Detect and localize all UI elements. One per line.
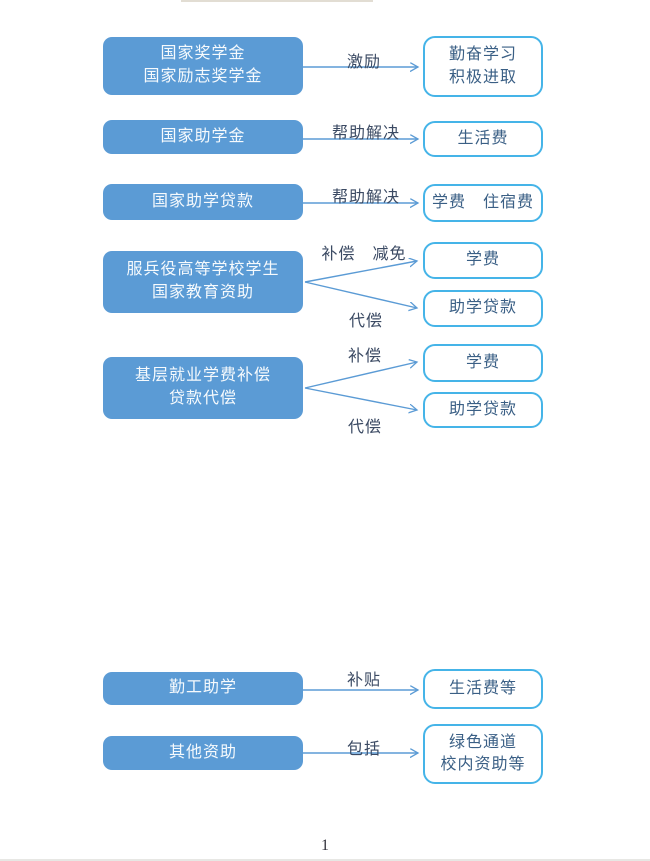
- arrow-label-row6: 补贴: [346, 672, 382, 689]
- target-box-line: 积极进取: [448, 68, 517, 86]
- target-box-diligent-study: 勤奋学习 积极进取: [423, 36, 543, 97]
- page-top-edge-artifact: [181, 0, 373, 2]
- source-box-line: 国家励志奖学金: [143, 68, 263, 85]
- source-box-line: 国家奖学金: [160, 45, 246, 63]
- source-box-line: 基层就业学费补偿: [134, 367, 271, 385]
- target-box-line: 学费: [465, 251, 500, 269]
- target-box-line: 校内资助等: [440, 756, 526, 773]
- arrow-row4-bottom: [304, 281, 417, 308]
- target-box-tuition-row4: 学费: [423, 242, 543, 279]
- arrow-label-row4-bottom: 代偿: [348, 313, 384, 330]
- arrow-label-row5-top: 补偿: [347, 348, 383, 365]
- source-box-line: 国家教育资助: [151, 284, 254, 301]
- target-box-tuition-accommodation: 学费 住宿费: [423, 184, 543, 222]
- source-box-line: 国家助学金: [160, 127, 246, 145]
- arrow-label-row5-bottom: 代偿: [347, 419, 383, 436]
- source-box-line: 国家助学贷款: [151, 192, 254, 210]
- target-box-line: 学费 住宿费: [431, 193, 534, 211]
- arrow-row5-bottom: [304, 387, 417, 410]
- arrow-label-row1: 激励: [346, 54, 382, 71]
- arrow-label-row4-top: 补偿 减免: [321, 246, 407, 263]
- source-box-national-grant: 国家助学金: [103, 120, 303, 154]
- target-box-line: 绿色通道: [448, 733, 517, 751]
- source-box-grassroots-employment-aid: 基层就业学费补偿 贷款代偿: [103, 357, 303, 419]
- target-box-line: 学费: [465, 353, 500, 371]
- arrow-row4-top: [304, 261, 417, 283]
- target-box-line: 生活费等: [448, 679, 517, 697]
- arrow-row5-top: [304, 362, 417, 389]
- arrow-label-row2: 帮助解决: [331, 125, 401, 142]
- target-box-line: 助学贷款: [448, 299, 517, 317]
- source-box-line: 勤工助学: [168, 679, 237, 697]
- target-box-living-expenses-etc: 生活费等: [423, 669, 543, 709]
- source-box-line: 其他资助: [168, 743, 237, 761]
- source-box-national-scholarship: 国家奖学金 国家励志奖学金: [103, 37, 303, 95]
- arrow-label-row7: 包括: [346, 741, 382, 758]
- arrow-label-row3: 帮助解决: [331, 189, 401, 206]
- target-box-green-channel: 绿色通道 校内资助等: [423, 724, 543, 784]
- target-box-living-expenses: 生活费: [423, 121, 543, 157]
- target-box-student-loan-row5: 助学贷款: [423, 392, 543, 428]
- target-box-line: 助学贷款: [448, 400, 517, 418]
- source-box-national-student-loan: 国家助学贷款: [103, 184, 303, 220]
- target-box-line: 勤奋学习: [448, 46, 517, 64]
- source-box-line: 贷款代偿: [168, 390, 237, 407]
- target-box-line: 生活费: [457, 129, 509, 147]
- source-box-line: 服兵役高等学校学生: [126, 261, 280, 279]
- page-number: 1: [321, 837, 329, 854]
- source-box-military-service-aid: 服兵役高等学校学生 国家教育资助: [103, 251, 303, 313]
- page-bottom-edge: [0, 859, 650, 861]
- target-box-tuition-row5: 学费: [423, 344, 543, 382]
- source-box-work-study: 勤工助学: [103, 672, 303, 705]
- source-box-other-aid: 其他资助: [103, 736, 303, 770]
- target-box-student-loan-row4: 助学贷款: [423, 290, 543, 327]
